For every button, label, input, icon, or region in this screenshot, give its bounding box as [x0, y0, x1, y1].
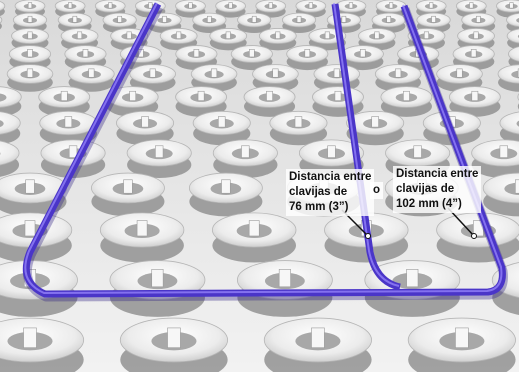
peg: [448, 86, 501, 117]
peg: [0, 16, 3, 30]
peg: [116, 110, 175, 146]
heating-pipe: [22, 2, 508, 302]
peg: [175, 86, 228, 117]
peg: [380, 86, 433, 117]
peg: [506, 28, 519, 50]
peg: [54, 0, 86, 18]
peg: [263, 317, 373, 372]
spacing-label-102mm-line-1: Distancia entre: [396, 168, 479, 180]
connector-word: o: [370, 182, 384, 199]
peg: [211, 212, 297, 263]
peg: [0, 111, 21, 145]
peg: [106, 86, 159, 117]
callout-dot-b: [471, 233, 477, 239]
peg: [91, 172, 165, 217]
peg: [0, 86, 22, 117]
peg: [457, 28, 495, 51]
peg: [215, 0, 246, 18]
peg: [455, 0, 487, 18]
peg: [312, 86, 364, 117]
peg: [237, 12, 272, 33]
pipe-outer-loop: [22, 2, 506, 298]
peg: [243, 86, 296, 117]
pipe-outer-loop-highlight: [24, 2, 503, 294]
peg: [295, 0, 327, 18]
spacing-label-76mm-line-3: 76 mm (3”): [289, 201, 349, 213]
peg: [497, 64, 519, 92]
peg: [38, 86, 91, 117]
spacing-label-102mm-line-2: clavijas de: [396, 183, 455, 195]
peg: [407, 317, 516, 372]
pipe-inner-run-highlight: [333, 2, 400, 287]
peg: [230, 45, 273, 71]
peg: [39, 110, 98, 146]
peg: [192, 110, 251, 146]
callout-dot-a: [365, 233, 371, 239]
peg: [346, 110, 405, 146]
peg: [175, 45, 218, 71]
peg: [371, 12, 406, 33]
spacing-label-76mm: Distancia entre clavijas de 76 mm (3”): [286, 169, 375, 216]
peg: [102, 12, 137, 33]
peg: [252, 64, 299, 92]
peg: [416, 12, 451, 33]
peg: [499, 111, 519, 145]
peg: [269, 110, 328, 146]
peg: [68, 64, 115, 92]
peg: [188, 172, 263, 217]
peg: [6, 64, 54, 92]
peg: [258, 28, 297, 51]
peg: [236, 260, 333, 317]
peg: [126, 139, 192, 178]
spacing-label-76mm-line-2: clavijas de: [289, 186, 348, 198]
peg: [0, 317, 85, 372]
spacing-label-102mm-line-3: 102 mm (4”): [396, 198, 462, 210]
peg: [212, 139, 278, 178]
peg: [436, 64, 483, 92]
spacing-label-76mm-line-1: Distancia entre: [289, 171, 372, 183]
peg: [119, 317, 229, 372]
peg: [99, 212, 185, 263]
peg: [281, 12, 317, 33]
peg: [341, 45, 384, 71]
peg: [286, 45, 329, 71]
peg: [0, 140, 20, 177]
peg: [436, 212, 519, 263]
spacing-label-102mm: Distancia entre clavijas de 102 mm (4”): [393, 166, 482, 213]
peg: [482, 172, 519, 217]
peg: [147, 12, 182, 33]
peg: [109, 260, 206, 317]
peg: [0, 1, 6, 17]
peg: [60, 28, 99, 51]
peg: [209, 28, 248, 51]
peg: [422, 110, 481, 146]
peg: [471, 139, 519, 178]
